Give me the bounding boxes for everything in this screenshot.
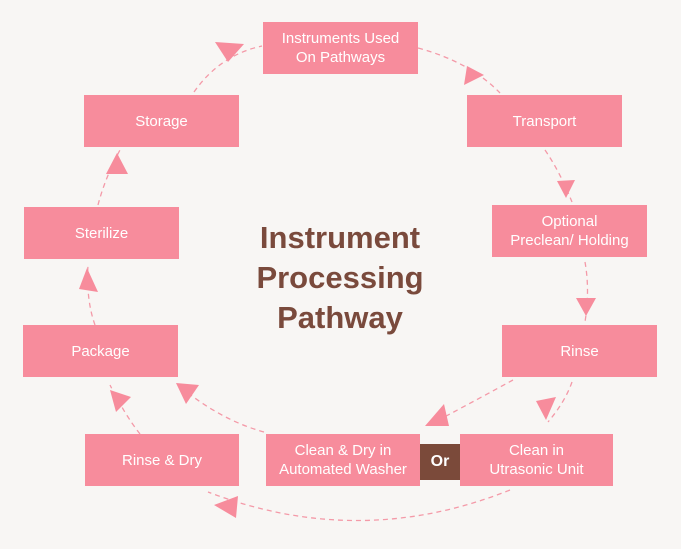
connector-transport-to-preclean: [544, 149, 573, 203]
arrowhead-to-rinsedry: [214, 496, 238, 518]
step-storage: Storage: [84, 95, 239, 147]
arrowhead-to-package-from-rinsedry: [110, 390, 131, 412]
arrowhead-to-package: [176, 383, 199, 404]
step-instruments-used: Instruments Used On Pathways: [263, 22, 418, 74]
step-package: Package: [23, 325, 178, 377]
arrowhead-to-washer: [425, 404, 449, 426]
connector-instruments-to-transport: [417, 47, 501, 94]
connector-preclean-to-rinse: [584, 261, 589, 323]
connector-ultrasonic-to-rinsedry: [207, 489, 511, 522]
arrowhead-to-instruments: [215, 42, 244, 62]
connector-washer-to-package: [177, 384, 265, 433]
step-transport: Transport: [467, 95, 622, 147]
connector-ultrasonic-to-washer: [434, 379, 514, 423]
arrowhead-to-rinse: [576, 298, 596, 316]
arrowhead-to-transport: [464, 66, 484, 85]
or-badge: Or: [420, 444, 460, 480]
step-rinse: Rinse: [502, 325, 657, 377]
connector-rinsedry-to-package: [109, 384, 141, 435]
connector-rinse-to-ultrasonic: [547, 381, 573, 423]
arrowhead-to-ultrasonic: [536, 397, 556, 420]
step-rinse-dry: Rinse & Dry: [85, 434, 239, 486]
arrowhead-to-storage: [106, 153, 128, 174]
diagram-title: Instrument Processing Pathway: [256, 220, 424, 335]
step-optional-preclean: Optional Preclean/ Holding: [492, 205, 647, 257]
connector-storage-to-instruments: [193, 45, 263, 93]
step-clean-dry-washer: Clean & Dry in Automated Washer: [266, 434, 420, 486]
arrowhead-to-preclean: [557, 180, 575, 198]
arrowhead-to-sterilize: [79, 268, 98, 292]
step-clean-ultrasonic: Clean in Utrasonic Unit: [460, 434, 613, 486]
step-sterilize: Sterilize: [24, 207, 179, 259]
